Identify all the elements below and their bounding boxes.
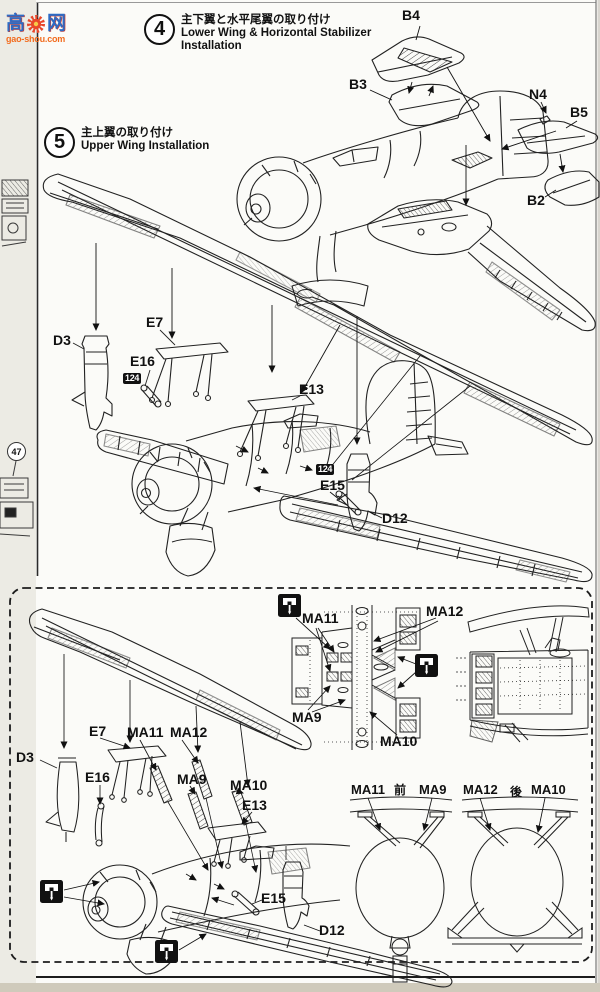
part-label-e7: E7: [146, 314, 164, 330]
part-label-ma9: MA9: [292, 709, 322, 725]
part-label-b5: B5: [570, 104, 588, 120]
part-label-e16: E16: [130, 353, 155, 369]
tank-rear-label-ma12: MA12: [463, 782, 498, 797]
step4-title: 主下翼と水平尾翼の取り付け Lower Wing & Horizontal St…: [181, 13, 371, 53]
part-label-ma11: MA11: [127, 724, 164, 740]
tank-front-label-ma11: MA11: [351, 782, 385, 797]
part-label-b4: B4: [402, 7, 420, 23]
gear-icon: [26, 14, 46, 34]
drill-hole-icon: [415, 654, 438, 677]
drill-hole-icon: [155, 940, 178, 963]
part-label-ma12: MA12: [426, 603, 464, 619]
part-label-ma10: MA10: [230, 777, 268, 793]
tank-front-label-ma9: MA9: [419, 782, 447, 797]
page-marker: 47: [7, 442, 26, 461]
part-label-d3: D3: [16, 749, 34, 765]
part-label-ma12: MA12: [170, 724, 208, 740]
paint-color-badge: 124: [123, 373, 142, 384]
part-label-e15: E15: [261, 890, 286, 906]
step5-title: 主上翼の取り付け Upper Wing Installation: [81, 126, 209, 153]
watermark-site-name-right: 网: [47, 13, 67, 34]
part-label-e16: E16: [85, 769, 110, 785]
watermark-url: gao-shou.com: [6, 34, 66, 44]
part-label-b3: B3: [349, 76, 367, 92]
watermark: 高 网 gao-shou.com: [6, 13, 90, 45]
part-label-e13: E13: [242, 797, 267, 813]
step4-number: 4: [153, 18, 166, 40]
part-label-n4: N4: [529, 86, 547, 102]
part-label-e13: E13: [299, 381, 324, 397]
step5-number: 5: [53, 131, 66, 153]
tank-rear-position-jp: 後: [510, 785, 523, 799]
step4-title-en-2: Installation: [181, 40, 242, 52]
page-marker-number: 47: [11, 446, 22, 457]
part-label-e7: E7: [89, 723, 107, 739]
step4-number-badge: 4: [144, 14, 175, 45]
part-label-ma11: MA11: [302, 610, 339, 626]
part-label-b2: B2: [527, 192, 545, 208]
part-label-d12: D12: [382, 510, 408, 526]
part-label-d12: D12: [319, 922, 345, 938]
watermark-site-name-left: 高: [6, 13, 26, 34]
tank-front-position-jp: 前: [394, 783, 407, 797]
step4-title-jp: 主下翼と水平尾翼の取り付け: [181, 14, 331, 26]
part-label-e15: E15: [320, 477, 345, 493]
drill-hole-icon: [278, 594, 301, 617]
part-label-ma9: MA9: [177, 771, 207, 787]
step5-number-badge: 5: [44, 127, 75, 158]
paint-color-badge: 124: [316, 464, 335, 475]
step5-title-jp: 主上翼の取り付け: [81, 127, 173, 139]
tank-rear-label-ma10: MA10: [531, 782, 566, 797]
part-label-d3: D3: [53, 332, 71, 348]
part-label-ma10: MA10: [380, 733, 418, 749]
step4-title-en-1: Lower Wing & Horizontal Stabilizer: [181, 27, 372, 39]
drill-hole-icon: [40, 880, 63, 903]
step5-title-en-1: Upper Wing Installation: [81, 140, 210, 152]
